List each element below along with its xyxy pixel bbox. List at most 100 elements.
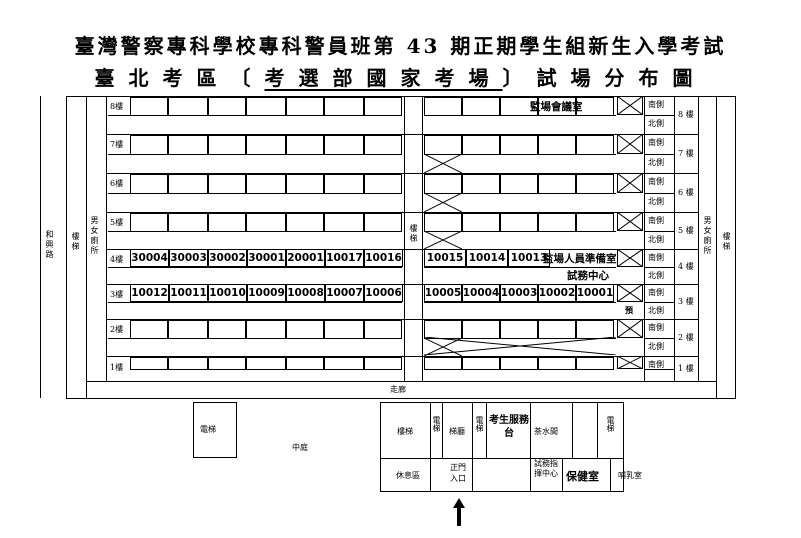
classroom-cell bbox=[208, 97, 246, 116]
title-line-2: 臺北考區〔考選部國家考場〕試場分布圖 bbox=[0, 62, 801, 91]
south-side-label: 南側 bbox=[648, 177, 664, 186]
classroom-cell bbox=[324, 97, 364, 116]
north-side-label: 北側 bbox=[648, 271, 664, 280]
classroom-cell bbox=[286, 135, 324, 155]
side-line bbox=[674, 356, 675, 381]
exam-room: 10007 bbox=[325, 284, 364, 302]
south-side-label: 南側 bbox=[648, 360, 664, 369]
divider bbox=[86, 96, 87, 399]
classroom-cell bbox=[462, 135, 500, 155]
side-line bbox=[644, 369, 674, 370]
floor-label-right: 1 樓 bbox=[678, 364, 694, 373]
exam-room: 10002 bbox=[538, 284, 576, 302]
side-line bbox=[644, 193, 674, 194]
classroom-cell bbox=[462, 357, 500, 370]
classroom-cell bbox=[462, 213, 500, 232]
side-line bbox=[644, 319, 645, 356]
north-side-label: 北側 bbox=[648, 235, 664, 244]
floor-line bbox=[106, 356, 698, 357]
north-side-label: 北側 bbox=[648, 197, 664, 206]
exam-room: 10003 bbox=[500, 284, 538, 302]
command-center: 試務指揮中心 bbox=[534, 459, 558, 478]
classroom-cell bbox=[286, 174, 324, 194]
classroom-cell bbox=[168, 357, 208, 370]
divider bbox=[106, 96, 107, 381]
row-line bbox=[108, 193, 402, 194]
title-suffix: 〕試場分布圖 bbox=[502, 66, 707, 90]
side-line bbox=[644, 249, 645, 284]
exam-room: 10013 bbox=[508, 249, 550, 267]
classroom-cell bbox=[208, 357, 246, 370]
elevator-box bbox=[193, 402, 237, 458]
side-line bbox=[674, 284, 675, 319]
service-desk: 考生服務台 bbox=[489, 415, 529, 439]
classroom-cell bbox=[364, 174, 402, 194]
side-line bbox=[644, 134, 645, 173]
classroom-cell bbox=[424, 357, 462, 370]
classroom-cell bbox=[246, 135, 286, 155]
classroom-cell bbox=[324, 357, 364, 370]
south-side-label: 南側 bbox=[648, 216, 664, 225]
cross-icon bbox=[617, 284, 643, 302]
south-side-label: 南側 bbox=[648, 253, 664, 262]
nursing-room: 哺乳室 bbox=[618, 471, 642, 480]
cross-icon bbox=[617, 212, 643, 231]
classroom-cell bbox=[576, 135, 614, 155]
left-restroom-label: 男女廁所 bbox=[90, 216, 99, 256]
cross-icon bbox=[617, 356, 643, 369]
north-side-label: 北側 bbox=[648, 306, 664, 315]
floor-label-right: 8 樓 bbox=[678, 110, 694, 119]
row-line bbox=[424, 231, 616, 232]
exam-room: 30002 bbox=[208, 249, 247, 267]
exam-room: 10014 bbox=[466, 249, 508, 267]
floor-label-right: 3 樓 bbox=[678, 297, 694, 306]
classroom-cell bbox=[500, 213, 538, 232]
floor-label-left: 4樓 bbox=[110, 255, 124, 264]
exam-room: 30001 bbox=[247, 249, 286, 267]
classroom-cell bbox=[246, 320, 286, 339]
north-side-label: 北側 bbox=[648, 158, 664, 167]
classroom-cell bbox=[364, 213, 402, 232]
left-stairs-label: 樓梯 bbox=[71, 232, 80, 252]
left-road-label: 和興路 bbox=[45, 230, 54, 260]
classroom-cell bbox=[130, 320, 168, 339]
classroom-cell bbox=[364, 135, 402, 155]
corridor-label: 走廊 bbox=[390, 385, 406, 394]
row-line bbox=[424, 154, 616, 155]
classroom-cell bbox=[462, 97, 500, 116]
classroom-cell bbox=[538, 174, 576, 194]
side-line bbox=[644, 356, 645, 381]
row-line bbox=[424, 302, 616, 303]
cross-icon bbox=[424, 154, 462, 173]
title-line-1: 臺灣警察專科學校專科警員班第 43 期正期學生組新生入學考試 bbox=[74, 34, 727, 58]
north-side-label: 北側 bbox=[648, 342, 664, 351]
side-line bbox=[644, 267, 674, 268]
tea-room: 茶水間 bbox=[534, 427, 558, 436]
exam-room: 10001 bbox=[576, 284, 614, 302]
classroom-cell bbox=[424, 174, 462, 194]
floor-label-right: 7 樓 bbox=[678, 149, 694, 158]
row-line bbox=[108, 154, 402, 155]
divider bbox=[572, 402, 573, 458]
classroom-cell bbox=[576, 213, 614, 232]
tiny-label: 預 bbox=[625, 306, 633, 315]
side-line bbox=[644, 231, 674, 232]
courtyard-label: 中庭 bbox=[292, 443, 308, 452]
side-line bbox=[644, 338, 674, 339]
divider bbox=[472, 402, 473, 492]
divider bbox=[442, 402, 443, 458]
classroom-cell bbox=[286, 97, 324, 116]
cross-icon bbox=[424, 338, 462, 356]
stair-hall: 梯廳 bbox=[449, 427, 465, 436]
entrance-block bbox=[380, 402, 624, 492]
classroom-cell bbox=[324, 320, 364, 339]
side-line bbox=[644, 154, 674, 155]
cross-icon bbox=[617, 173, 643, 193]
side-line bbox=[674, 173, 675, 212]
classroom-cell bbox=[168, 174, 208, 194]
classroom-cell bbox=[364, 97, 402, 116]
classroom-cell bbox=[286, 320, 324, 339]
side-line bbox=[674, 249, 675, 284]
classroom-cell bbox=[130, 97, 168, 116]
side-line bbox=[644, 284, 645, 319]
